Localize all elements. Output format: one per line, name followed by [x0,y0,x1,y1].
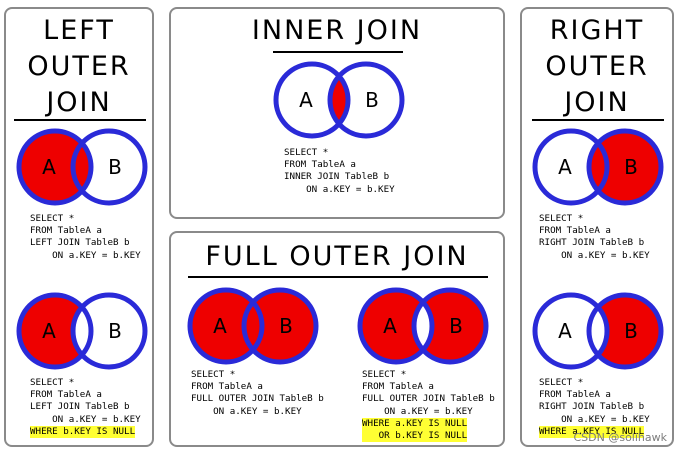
sql-highlight-line: WHERE a.KEY IS NULL [362,417,468,431]
set-a-label: A [213,314,227,338]
set-a-label: A [558,155,572,179]
sql-highlight-line: WHERE a.KEY IS NULL [539,425,645,439]
set-a-fill [190,290,262,362]
set-a-label: A [558,319,572,343]
sql-line: INNER JOIN TableB b [284,171,390,183]
sql-line: ON a.KEY = b.KEY [284,183,395,195]
sql-line: LEFT JOIN TableB b [30,401,130,413]
right-title-line-2: OUTER [545,51,649,82]
set-a-fill [19,131,91,203]
sql-highlight-line: WHERE b.KEY IS NULL [30,425,136,439]
inner-title-rule [273,51,403,53]
set-b-ring [411,287,489,365]
set-a-ring [16,292,94,370]
set-b-fill [244,290,316,362]
sql-line: LEFT JOIN TableB b [30,237,130,249]
set-b-label: B [108,319,122,343]
set-b-ring [327,61,405,139]
sql-line: ON a.KEY = b.KEY [30,413,141,425]
set-a-label: A [299,88,313,112]
sql-line: SELECT * [191,369,236,380]
left-title-line-1: LEFT [43,15,115,46]
set-b-label: B [108,155,122,179]
set-b-fill [589,295,661,367]
right-title-line-3: JOIN [564,87,630,118]
left-title-rule [14,119,146,121]
set-b-ring [586,292,664,370]
set-a-fill [19,295,91,367]
set-a-ring [273,61,351,139]
watermark: CSDN @solihawk [573,431,667,444]
left-title-line-2: OUTER [27,51,131,82]
set-a-ring [187,287,265,365]
set-a-ring [16,128,94,206]
sql-line: ON a.KEY = b.KEY [191,405,302,417]
sql-line: SELECT * [30,377,75,388]
set-b-label: B [365,88,379,112]
sql-line: SELECT * [284,147,329,158]
right-title-rule [532,119,664,121]
set-b-fill [589,131,661,203]
set-a-label: A [42,319,56,343]
set-b-ring [70,128,148,206]
set-b-label: B [624,155,638,179]
sql-line: FROM TableA a [539,225,611,237]
sql-line: ON a.KEY = b.KEY [539,413,650,425]
sql-line: ON a.KEY = b.KEY [539,249,650,261]
set-a-label: A [42,155,56,179]
sql-line: ON a.KEY = b.KEY [30,249,141,261]
set-a-ring [532,128,610,206]
set-a-label: A [383,314,397,338]
sql-line: FULL OUTER JOIN TableB b [191,393,324,405]
sql-line: FROM TableA a [539,389,611,401]
sql-line: RIGHT JOIN TableB b [539,237,645,249]
set-b-label: B [624,319,638,343]
sql-line: ON a.KEY = b.KEY [362,405,473,417]
full-title: FULL OUTER JOIN [205,241,469,272]
sql-line: SELECT * [362,369,407,380]
set-b-ring [241,287,319,365]
sql-line: FROM TableA a [284,159,356,171]
set-b-label: B [449,314,463,338]
sql-line: FROM TableA a [191,381,263,393]
left-title-line-3: JOIN [46,87,112,118]
set-b-ring [586,128,664,206]
sql-line: FROM TableA a [30,225,102,237]
set-b-fill [414,290,486,362]
set-b-ring [70,292,148,370]
sql-highlight-line: OR b.KEY IS NULL [362,430,468,443]
sql-line: FROM TableA a [30,389,102,401]
set-a-ring [357,287,435,365]
right-title-line-1: RIGHT [549,15,645,46]
sql-line: FROM TableA a [362,381,434,393]
full-title-rule [188,276,488,278]
set-a-fill [360,290,432,362]
sql-line: SELECT * [30,213,75,224]
set-b-label: B [279,314,293,338]
sql-line: SELECT * [539,213,584,224]
inner-title: INNER JOIN [251,15,423,46]
sql-line: SELECT * [539,377,584,388]
sql-line: FULL OUTER JOIN TableB b [362,393,495,405]
sql-line: RIGHT JOIN TableB b [539,401,645,413]
set-a-ring [532,292,610,370]
